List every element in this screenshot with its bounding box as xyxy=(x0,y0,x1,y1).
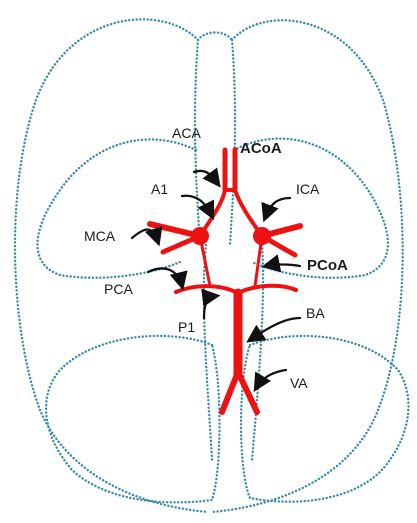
ica-label: ICA xyxy=(296,181,319,197)
a1-arrow-icon xyxy=(182,196,212,216)
pcoa-arrow-icon xyxy=(266,265,300,267)
p1-arrow-icon xyxy=(204,296,216,318)
pcoa-label: PCoA xyxy=(307,258,348,274)
ica-arrow-icon xyxy=(265,198,290,218)
va-arrow-icon xyxy=(256,370,286,388)
pca-label: PCA xyxy=(104,281,133,297)
ba-label: BA xyxy=(306,305,325,321)
aca-label: ACA xyxy=(172,125,201,141)
p1-label: P1 xyxy=(178,319,195,335)
mca-label: MCA xyxy=(84,228,115,244)
aca-arrow-icon xyxy=(194,171,218,184)
mca-arrow-icon xyxy=(132,230,158,243)
ba-arrow-icon xyxy=(250,318,300,340)
va-label: VA xyxy=(290,375,308,391)
acoa-label: ACoA xyxy=(240,141,282,157)
pca-arrow-icon xyxy=(148,268,182,286)
a1-label: A1 xyxy=(151,181,168,197)
